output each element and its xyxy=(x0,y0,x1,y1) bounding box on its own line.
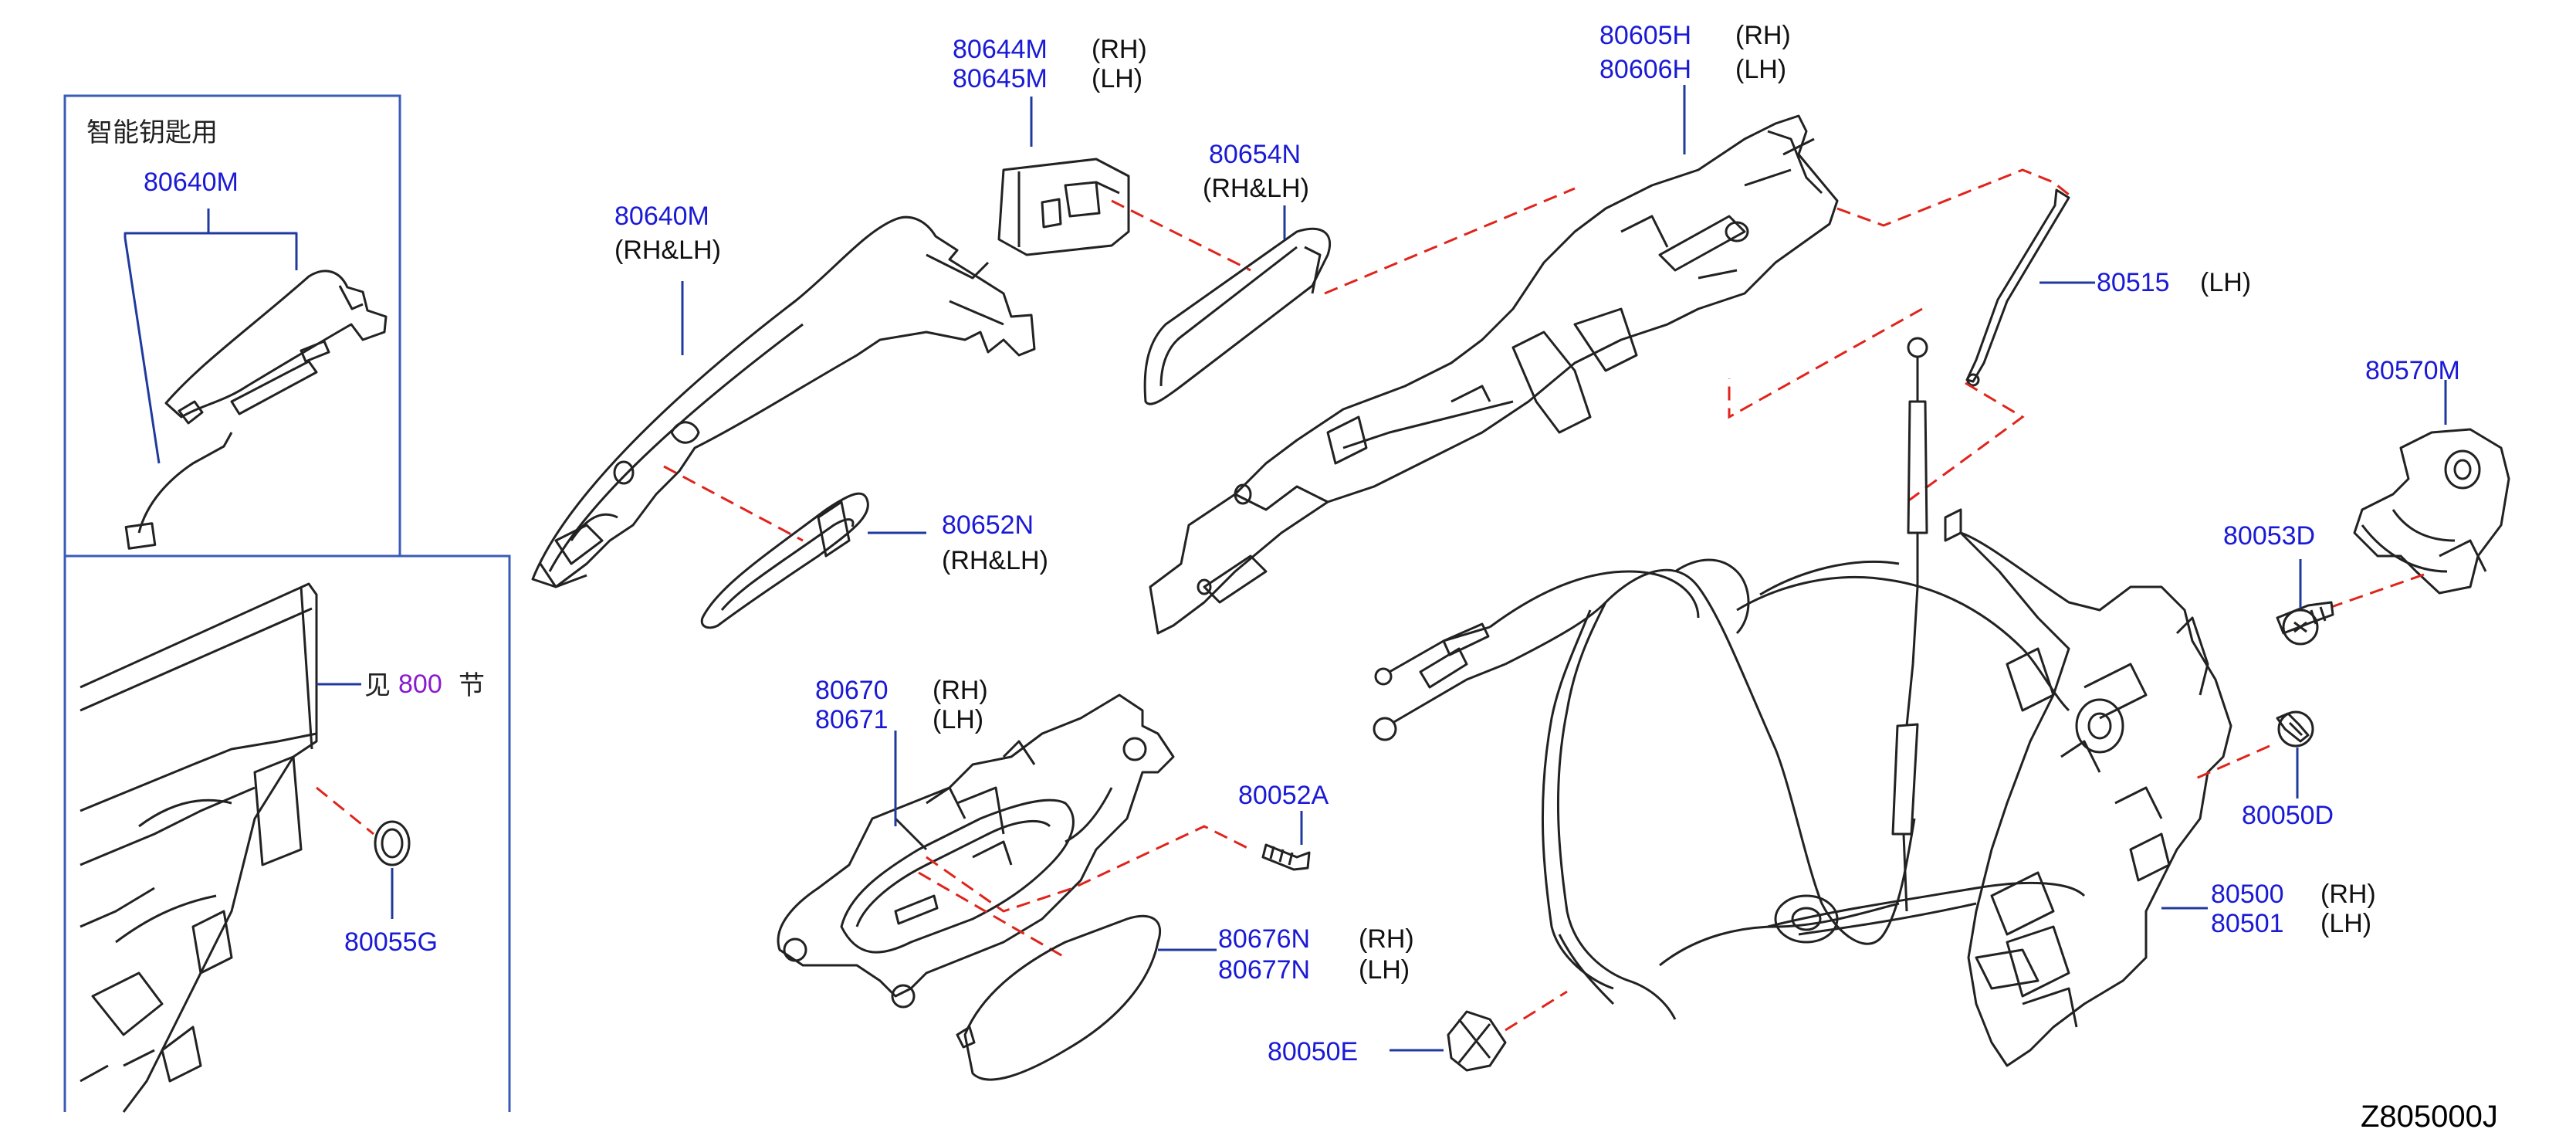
see-section-link[interactable]: 800 xyxy=(398,670,442,699)
striker-80570M xyxy=(2353,428,2510,595)
side-lh: (LH) xyxy=(933,705,984,734)
side-lh: (LH) xyxy=(2320,909,2372,938)
rod-80515 xyxy=(1965,188,2070,387)
side-lh: (LH) xyxy=(1735,55,1787,84)
side-rh-lh: (RH&LH) xyxy=(614,236,721,265)
part-number-80500[interactable]: 80500 xyxy=(2211,880,2284,909)
part-number-80640M[interactable]: 80640M xyxy=(614,202,709,231)
diagram-code: Z805000J xyxy=(2361,1100,2498,1134)
part-number-80654N[interactable]: 80654N xyxy=(1209,140,1302,169)
see-section-suffix: 节 xyxy=(459,670,485,701)
outside-handle xyxy=(531,215,1036,588)
part-number-80055G[interactable]: 80055G xyxy=(344,927,438,957)
screw-80050D xyxy=(2276,710,2314,748)
handle-frame-80605H xyxy=(1149,114,1839,635)
see-section-prefix: 见 xyxy=(364,670,391,701)
side-rh-lh: (RH&LH) xyxy=(1203,174,1309,203)
escutcheon-80676N xyxy=(956,914,1162,1081)
side-rh: (RH) xyxy=(2320,880,2376,909)
part-number-80605H[interactable]: 80605H xyxy=(1599,21,1692,50)
escutcheon-80644M xyxy=(997,158,1130,256)
inset-title: 智能钥匙用 xyxy=(86,117,218,148)
inner-handle-80670 xyxy=(777,693,1175,1009)
part-number-80640M-inset[interactable]: 80640M xyxy=(144,168,239,197)
inset-smart-key-handle xyxy=(124,209,388,550)
part-number-80676N[interactable]: 80676N xyxy=(1218,924,1311,954)
part-number-80052A[interactable]: 80052A xyxy=(1238,781,1329,810)
part-number-80670[interactable]: 80670 xyxy=(815,676,889,705)
part-number-80570M[interactable]: 80570M xyxy=(2365,356,2460,385)
part-number-80501[interactable]: 80501 xyxy=(2211,909,2284,938)
part-number-80050E[interactable]: 80050E xyxy=(1268,1037,1359,1066)
clip-80050E xyxy=(1447,1010,1507,1072)
inset-frame xyxy=(63,94,511,1112)
part-number-80677N[interactable]: 80677N xyxy=(1218,955,1311,985)
gasket-80652N xyxy=(700,492,869,629)
gasket-80654N xyxy=(1143,227,1332,405)
part-number-80606H[interactable]: 80606H xyxy=(1599,55,1692,84)
side-rh: (RH) xyxy=(1735,21,1791,50)
part-number-80645M[interactable]: 80645M xyxy=(953,64,1048,93)
grommet-80055G xyxy=(374,820,411,866)
inner-handle-cables xyxy=(1373,558,2086,1020)
screw-80053D xyxy=(2276,601,2334,646)
part-number-80671[interactable]: 80671 xyxy=(815,705,889,734)
side-lh: (LH) xyxy=(1359,955,1410,985)
side-rh-lh: (RH&LH) xyxy=(942,546,1048,575)
side-rh: (RH) xyxy=(933,676,988,705)
lock-cable xyxy=(1891,337,1928,912)
part-number-80050D[interactable]: 80050D xyxy=(2242,801,2334,830)
screw-80052A xyxy=(1261,843,1311,871)
side-lh: (LH) xyxy=(2200,268,2252,297)
side-rh: (RH) xyxy=(1359,924,1414,954)
part-number-80053D[interactable]: 80053D xyxy=(2223,521,2316,551)
lock-assembly-80500 xyxy=(1944,508,2232,1067)
side-rh: (RH) xyxy=(1092,35,1147,64)
side-lh: (LH) xyxy=(1092,64,1143,93)
inset-door-panel xyxy=(80,582,318,1113)
part-number-80652N[interactable]: 80652N xyxy=(942,510,1034,540)
part-number-80515[interactable]: 80515 xyxy=(2097,268,2170,297)
part-number-80644M[interactable]: 80644M xyxy=(953,35,1048,64)
